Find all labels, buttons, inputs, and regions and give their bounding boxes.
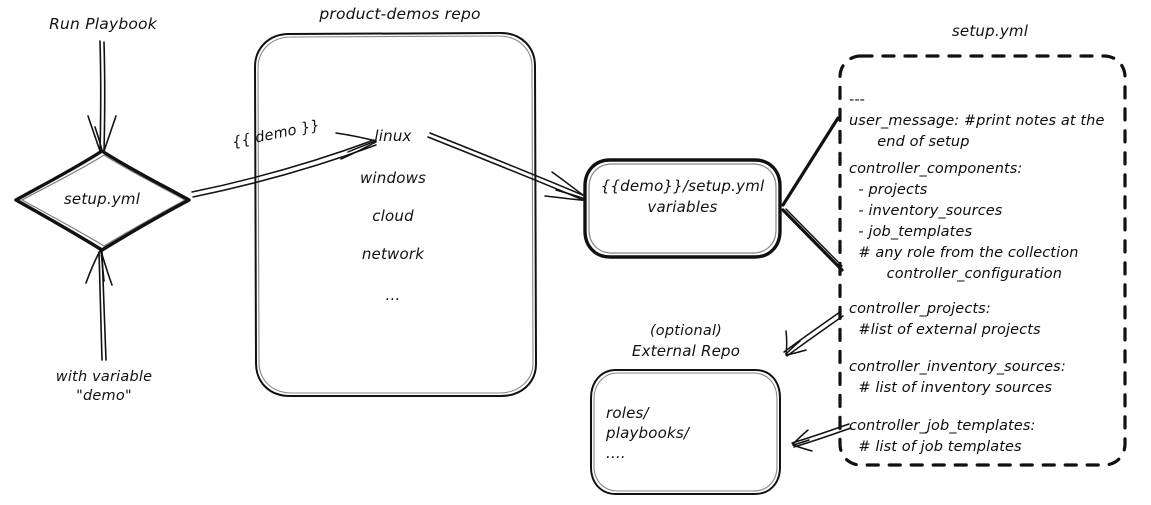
product-demos-repo-box [253,31,538,397]
external-repo-title-line1: (optional) [649,323,723,339]
variables-box-label-line1: {{demo}}/setup.yml [600,177,765,195]
demo-edge-arrow [191,132,377,198]
job-templates-to-external-repo-arrow [791,423,852,452]
with-variable-label-line2: "demo" [76,388,132,404]
run-playbook-label: Run Playbook [49,15,157,33]
setup-yml-block-controller-components: controller_components: - projects - inve… [849,161,1079,283]
repo-item-linux: linux [374,127,412,145]
run-playbook-arrow [87,40,117,155]
variables-box-label-line2: variables [647,198,718,216]
setup-yml-to-variables-connector [781,116,844,272]
setup-yml-block-controller-job-templates: controller_job_templates: # list of job … [849,418,1036,456]
repo-item-network: network [361,245,425,263]
setup-yml-diamond-inner [20,154,187,247]
repo-item-cloud: cloud [372,207,414,225]
setup-yml-block-controller-inventory-sources: controller_inventory_sources: # list of … [849,359,1066,397]
setup-yml-block-header: --- user_message: #print notes at the en… [849,92,1105,151]
setup-yml-block-controller-projects: controller_projects: #list of external p… [849,301,1041,339]
external-repo-box [590,369,781,495]
repo-to-variables-arrow [427,132,593,204]
repo-item-windows: windows [359,169,427,187]
external-repo-item-ellipsis: .... [606,444,626,462]
variables-box [583,158,782,259]
projects-to-external-repo-arrow [783,311,844,357]
setup-yml-dashed-box [838,54,1127,467]
with-variable-arrow [85,250,113,361]
setup-diamond-label: setup.yml [63,190,141,208]
external-repo-item-roles: roles/ [606,404,649,422]
setup-yml-file-title: setup.yml [951,22,1029,40]
product-demos-repo-title: product-demos repo [319,5,481,23]
setup-yml-diamond [14,149,191,252]
external-repo-item-playbooks: playbooks/ [606,424,690,442]
repo-item-ellipsis: ... [385,286,401,304]
with-variable-label-line1: with variable [55,369,153,385]
external-repo-title-line2: External Repo [631,342,741,360]
